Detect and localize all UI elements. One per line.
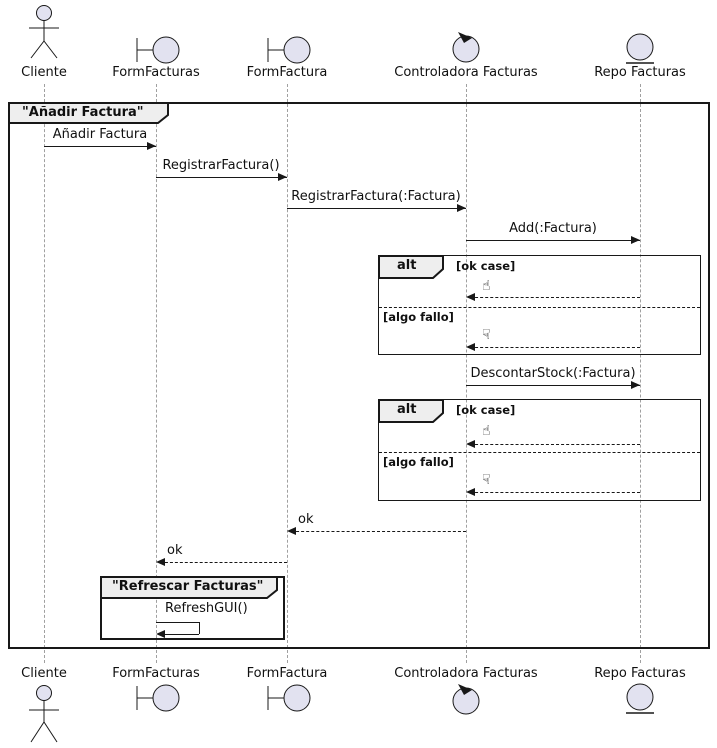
frame-label-shape: [100, 576, 278, 599]
thumbs-up-icon: ☝: [482, 423, 491, 439]
arrowhead: [631, 236, 640, 244]
arrowhead: [287, 527, 296, 535]
alt-guard: [ok case]: [456, 259, 516, 273]
lifeline-formfacturas: [156, 84, 157, 663]
alt-label-shape: [378, 399, 444, 423]
message-label: RefreshGUI(): [165, 601, 248, 616]
lifeline-cliente: [44, 84, 45, 663]
message-label: ok: [298, 512, 314, 527]
actor-icon: [29, 685, 59, 743]
frame-title: "Añadir Factura": [22, 105, 144, 120]
self-message-top: [156, 622, 199, 623]
message-line: [466, 385, 640, 386]
message-line: [44, 146, 156, 147]
lifeline-formfactura: [287, 84, 288, 663]
message-label: Añadir Factura: [52, 127, 148, 142]
message-label: Add(:Factura): [509, 221, 597, 236]
arrowhead: [147, 142, 156, 150]
message-line: [287, 208, 466, 209]
message-line: [466, 240, 640, 241]
self-message-bottom: [158, 634, 199, 635]
arrowhead: [278, 173, 287, 181]
boundary-icon: [267, 36, 311, 64]
participant-label-controladora: Controladora Facturas: [394, 65, 538, 80]
frame-title: "Refrescar Facturas": [112, 579, 264, 594]
thumbs-up-icon: ☝: [482, 278, 491, 294]
reply-line: [291, 531, 466, 532]
participant-label-formfactura: FormFactura: [246, 666, 328, 681]
arrowhead: [631, 381, 640, 389]
participant-label-repo: Repo Facturas: [594, 666, 686, 681]
alt-operator: alt: [397, 258, 417, 273]
self-message-side: [199, 622, 200, 634]
boundary-icon: [136, 36, 180, 64]
alt-operator: alt: [397, 402, 417, 417]
alt-label-shape: [378, 255, 444, 279]
message-label: RegistrarFactura(): [162, 158, 280, 173]
alt-guard: [algo fallo]: [383, 455, 454, 469]
actor-icon: [29, 5, 59, 59]
lifeline-repo-facturas: [640, 84, 641, 663]
message-label: DescontarStock(:Factura): [470, 366, 636, 381]
reply-line: [470, 492, 640, 493]
message-label: ok: [167, 543, 183, 558]
alt-guard: [ok case]: [456, 403, 516, 417]
control-icon: [452, 32, 480, 63]
arrowhead: [457, 204, 466, 212]
participant-label-cliente: Cliente: [21, 65, 67, 80]
boundary-icon: [136, 684, 180, 712]
message-label: RegistrarFactura(:Factura): [291, 189, 461, 204]
arrowhead: [156, 558, 165, 566]
entity-icon: [626, 683, 654, 714]
alt-fragment: [378, 255, 701, 355]
thumbs-down-icon: ☟: [482, 472, 491, 488]
alt-fragment: [378, 399, 701, 501]
boundary-icon: [267, 684, 311, 712]
participant-label-repo: Repo Facturas: [594, 65, 686, 80]
arrowhead: [156, 630, 165, 638]
reply-line: [160, 562, 287, 563]
participant-label-formfacturas: FormFacturas: [112, 666, 200, 681]
participant-label-controladora: Controladora Facturas: [394, 666, 538, 681]
thumbs-down-icon: ☟: [482, 327, 491, 343]
participant-label-formfacturas: FormFacturas: [112, 65, 200, 80]
control-icon: [452, 684, 480, 715]
reply-line: [470, 347, 640, 348]
arrowhead: [466, 293, 475, 301]
participant-label-cliente: Cliente: [21, 666, 67, 681]
alt-divider: [379, 452, 700, 453]
entity-icon: [626, 33, 654, 64]
arrowhead: [466, 343, 475, 351]
message-line: [156, 177, 287, 178]
frame-label-shape: [8, 102, 169, 124]
frame-anadir-factura: [8, 102, 710, 649]
participant-label-formfactura: FormFactura: [246, 65, 328, 80]
lifeline-controladora-facturas: [466, 84, 467, 663]
alt-divider: [379, 307, 700, 308]
reply-line: [470, 444, 640, 445]
reply-line: [470, 297, 640, 298]
arrowhead: [466, 440, 475, 448]
alt-guard: [algo fallo]: [383, 310, 454, 324]
arrowhead: [466, 488, 475, 496]
